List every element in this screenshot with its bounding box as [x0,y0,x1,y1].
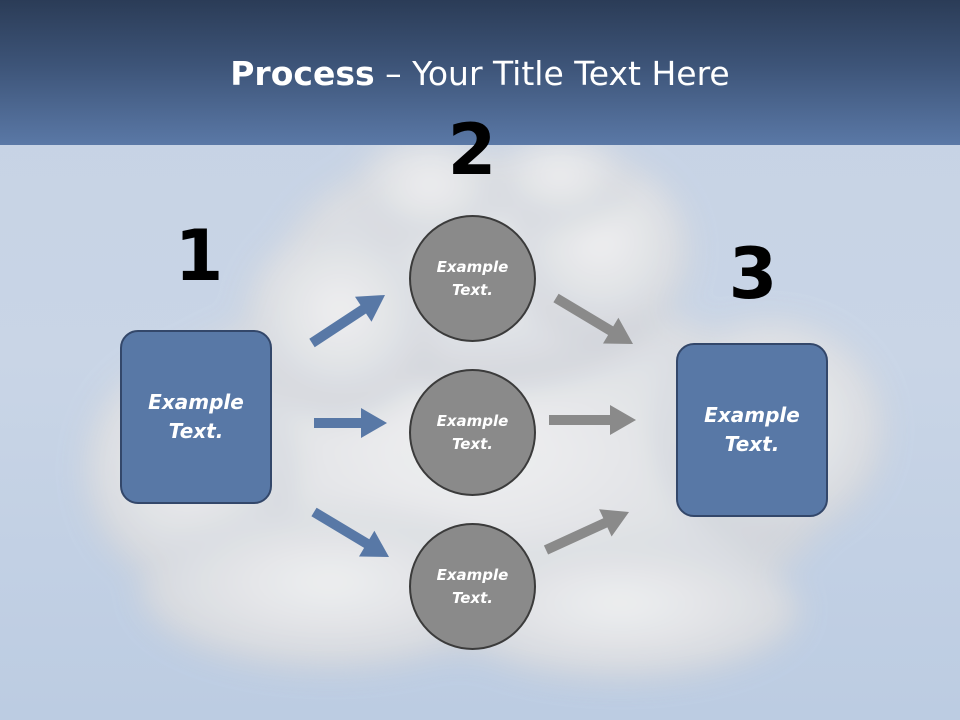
title-bold-part: Process [230,54,375,93]
arrow-bottom-to-right [543,509,629,555]
step-number-1: 1 [174,215,224,297]
arrow-center-to-right [549,405,636,435]
left-box-text: Example Text. [148,390,244,443]
middle-circle-bottom[interactable]: Example Text. [409,523,536,650]
step-number-3: 3 [728,233,778,315]
arrow-left-to-center [314,408,387,438]
slide-title[interactable]: Process – Your Title Text Here [0,52,960,96]
left-process-box[interactable]: Example Text. [120,330,272,504]
title-bar [0,0,960,145]
middle-circle-top[interactable]: Example Text. [409,215,536,342]
arrow-left-to-top [309,295,385,348]
circle-center-text: Example Text. [436,411,509,453]
step-number-2: 2 [447,109,497,191]
title-regular-part: – Your Title Text Here [374,54,730,93]
circle-top-text: Example Text. [436,257,509,299]
arrow-left-to-bottom [311,507,389,557]
right-process-box[interactable]: Example Text. [676,343,828,517]
arrow-top-to-right [553,293,633,344]
circle-bottom-text: Example Text. [436,565,509,607]
middle-circle-center[interactable]: Example Text. [409,369,536,496]
right-box-text: Example Text. [704,403,800,456]
